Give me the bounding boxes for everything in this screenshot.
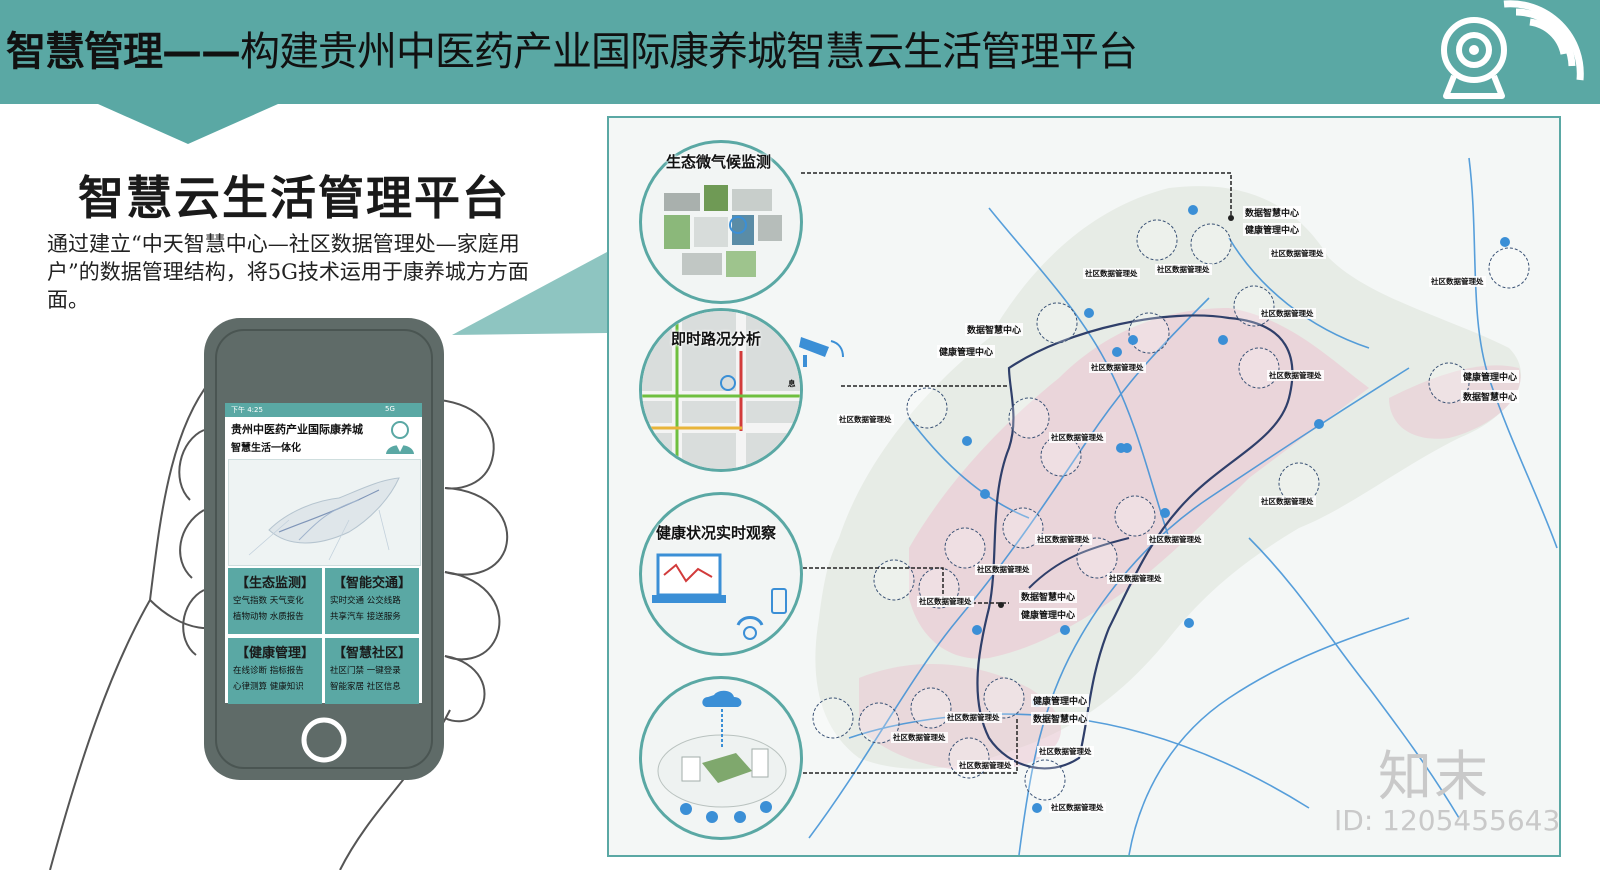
doctor-avatar-icon [386, 421, 414, 454]
map-label-community-1: 社区数据管理处 [1269, 248, 1326, 259]
inset-eco-microclimate [639, 140, 803, 304]
map-label-community-20: 社区数据管理处 [1049, 802, 1106, 813]
map-label-community-9: 社区数据管理处 [1049, 432, 1106, 443]
map-label-health-center-5: 健康管理中心 [1031, 694, 1090, 707]
phone-screen: 下午 4:25 5G 贵州中医药产业国际康养城 智慧生活一体化 【生态监测】 空… [225, 403, 422, 704]
map-label-community-10: 社区数据管理处 [1259, 496, 1316, 507]
inset-traffic-label: 即时路况分析 [671, 330, 762, 348]
card-eco-row1: 空气指数 天气变化 [233, 596, 304, 606]
card-traffic-row1: 实时交通 公交线路 [330, 596, 401, 606]
page-title: 智慧管理——构建贵州中医药产业国际康养城智慧云生活管理平台 [6, 26, 1138, 78]
header-notch [98, 104, 278, 144]
app-title: 贵州中医药产业国际康养城 [231, 423, 363, 436]
city-map-panel: 生态微气候监测 即时路况分析 息 健康状况实时观察 [607, 116, 1561, 857]
map-label-community-18: 社区数据管理处 [1037, 746, 1094, 757]
inset-health-label: 健康状况实时观察 [656, 524, 777, 542]
map-label-data-center-4: 数据智慧中心 [1019, 590, 1078, 603]
app-map-thumbnail[interactable] [228, 459, 421, 566]
info-marker-label: 息 [788, 379, 796, 388]
map-label-health-center-3: 健康管理中心 [1461, 370, 1520, 383]
card-community-title: 【智慧社区】 [332, 646, 411, 661]
phone-status-time: 下午 4:25 [231, 406, 263, 414]
watermark-id: ID: 1205455643 [1334, 804, 1561, 837]
map-label-community-3: 社区数据管理处 [1155, 264, 1212, 275]
inset-health-observation [639, 492, 803, 656]
card-health-title: 【健康管理】 [235, 646, 314, 661]
app-subtitle: 智慧生活一体化 [231, 443, 301, 454]
map-label-data-center-1: 数据智慧中心 [1243, 206, 1302, 219]
map-label-community-7: 社区数据管理处 [1267, 370, 1324, 381]
section-description: 通过建立“中天智慧中心—社区数据管理处—家庭用户”的数据管理结构，将5G技术运用… [47, 232, 529, 312]
map-label-data-center-3: 数据智慧中心 [1461, 390, 1520, 403]
inset-traffic-analysis [639, 308, 803, 472]
traffic-grid-graphic [642, 311, 800, 469]
map-label-community-8: 社区数据管理处 [837, 414, 894, 425]
page-title-rest: 构建贵州中医药产业国际康养城智慧云生活管理平台 [240, 29, 1138, 75]
eco-grid-graphic [664, 185, 782, 277]
card-smart-traffic[interactable]: 【智能交通】 实时交通 公交线路 共享汽车 接送服务 [325, 568, 419, 634]
surveillance-camera-icon [799, 337, 844, 367]
map-label-community-4: 社区数据管理处 [1429, 276, 1486, 287]
map-label-community-12: 社区数据管理处 [1147, 534, 1204, 545]
map-label-community-6: 社区数据管理处 [1089, 362, 1146, 373]
phone-status-signal: 5G [385, 405, 395, 413]
card-eco-row2: 植物动物 水质报告 [233, 612, 304, 622]
map-label-community-5: 社区数据管理处 [1259, 308, 1316, 319]
map-label-community-16: 社区数据管理处 [945, 712, 1002, 723]
card-community-row1: 社区门禁 一键登录 [330, 666, 401, 676]
header-band: 智慧管理——构建贵州中医药产业国际康养城智慧云生活管理平台 [0, 0, 1600, 104]
map-label-community-19: 社区数据管理处 [957, 760, 1014, 771]
phone-status-bar: 下午 4:25 5G [225, 403, 422, 417]
smart-community-graphic [657, 690, 787, 823]
map-label-community-15: 社区数据管理处 [917, 596, 974, 607]
map-label-community-2: 社区数据管理处 [1083, 268, 1140, 279]
camera-wifi-icon [1441, 0, 1584, 99]
map-thumbnail-graphic [248, 477, 400, 561]
card-traffic-title: 【智能交通】 [332, 576, 411, 591]
map-label-community-13: 社区数据管理处 [975, 564, 1032, 575]
page-title-bold: 智慧管理—— [6, 29, 241, 75]
watermark-logo: 知末 [1378, 745, 1490, 808]
card-eco-monitoring[interactable]: 【生态监测】 空气指数 天气变化 植物动物 水质报告 [228, 568, 322, 634]
card-health-row1: 在线诊断 指标报告 [233, 666, 304, 676]
card-community-row2: 智能家居 社区信息 [330, 682, 401, 692]
map-label-community-14: 社区数据管理处 [1107, 573, 1164, 584]
card-health-management[interactable]: 【健康管理】 在线诊断 指标报告 心律测算 健康知识 [228, 638, 322, 704]
health-monitor-graphic [652, 553, 787, 640]
map-label-health-center-4: 健康管理中心 [1019, 608, 1078, 621]
card-smart-community[interactable]: 【智慧社区】 社区门禁 一键登录 智能家居 社区信息 [325, 638, 419, 704]
inset-eco-label: 生态微气候监测 [666, 153, 772, 171]
map-label-community-17: 社区数据管理处 [891, 732, 948, 743]
inset-smart-community [639, 676, 803, 840]
card-eco-title: 【生态监测】 [235, 576, 314, 591]
card-traffic-row2: 共享汽车 接送服务 [330, 612, 401, 622]
map-label-data-center-5: 数据智慧中心 [1031, 712, 1090, 725]
map-label-data-center-2: 数据智慧中心 [965, 323, 1024, 336]
map-label-community-11: 社区数据管理处 [1035, 534, 1092, 545]
card-health-row2: 心律测算 健康知识 [233, 682, 304, 692]
map-label-health-center-2: 健康管理中心 [937, 345, 996, 358]
map-label-health-center-1: 健康管理中心 [1243, 223, 1302, 236]
section-title: 智慧云生活管理平台 [78, 171, 510, 225]
